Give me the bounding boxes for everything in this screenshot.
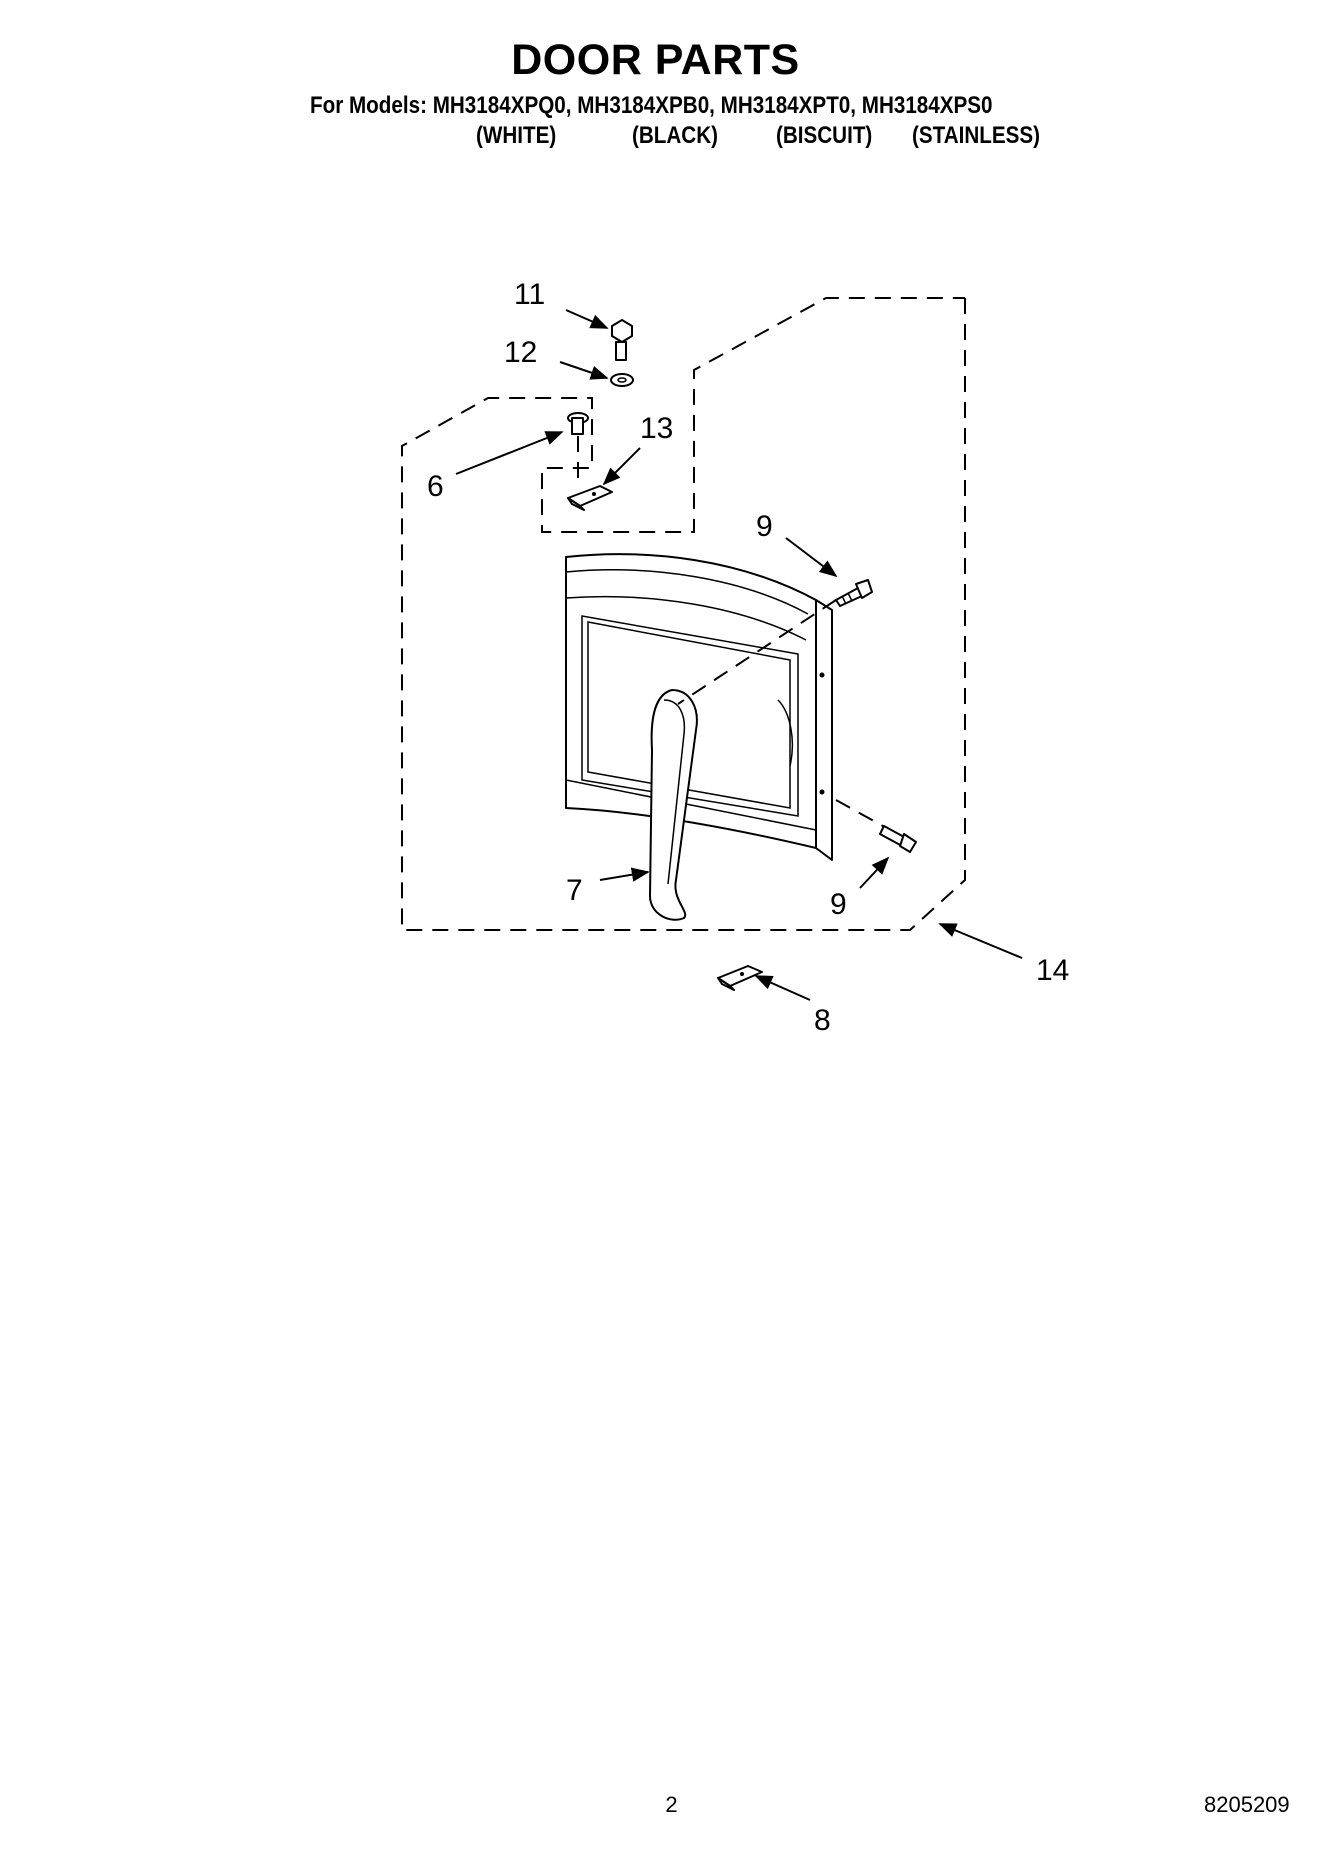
- callout-7: 7: [566, 874, 583, 907]
- callout-13: 13: [640, 412, 673, 445]
- color-label-stainless: (STAINLESS): [912, 122, 1041, 149]
- page-title: DOOR PARTS: [511, 36, 800, 84]
- top-screw: [611, 319, 633, 361]
- leader-6: [455, 431, 564, 475]
- pin: [567, 412, 589, 480]
- lower-hinge: [717, 965, 763, 991]
- leader-11: [565, 309, 609, 329]
- door-handle: [649, 689, 698, 921]
- color-label-white: (WHITE): [476, 122, 557, 149]
- callout-9-top: 9: [756, 510, 773, 543]
- leader-12: [559, 361, 609, 380]
- leader-14: [938, 923, 1023, 959]
- leader-8: [754, 975, 811, 1001]
- models-line: For Models: MH3184XPQ0, MH3184XPB0, MH31…: [310, 92, 993, 119]
- leader-7: [599, 867, 650, 882]
- washer: [610, 373, 634, 387]
- callout-6: 6: [427, 470, 444, 503]
- callout-9-bottom: 9: [830, 888, 847, 921]
- upper-screw: [835, 579, 873, 607]
- page-number: 2: [665, 1792, 678, 1817]
- leader-9-top: [785, 537, 838, 578]
- door-assembly-outline: [401, 297, 966, 931]
- explode-line-screw-handle: [677, 599, 837, 705]
- callout-12: 12: [504, 336, 537, 369]
- callout-11: 11: [514, 278, 545, 311]
- lower-screw: [835, 799, 917, 853]
- callout-14: 14: [1036, 954, 1069, 987]
- hinge-plate: [567, 485, 613, 511]
- color-label-black: (BLACK): [632, 122, 718, 149]
- callout-8: 8: [814, 1004, 831, 1037]
- document-number: 8205209: [1204, 1792, 1290, 1817]
- leader-13: [602, 447, 641, 486]
- door-panel: [565, 553, 833, 861]
- color-label-biscuit: (BISCUIT): [776, 122, 873, 149]
- leader-9-bottom: [859, 856, 890, 889]
